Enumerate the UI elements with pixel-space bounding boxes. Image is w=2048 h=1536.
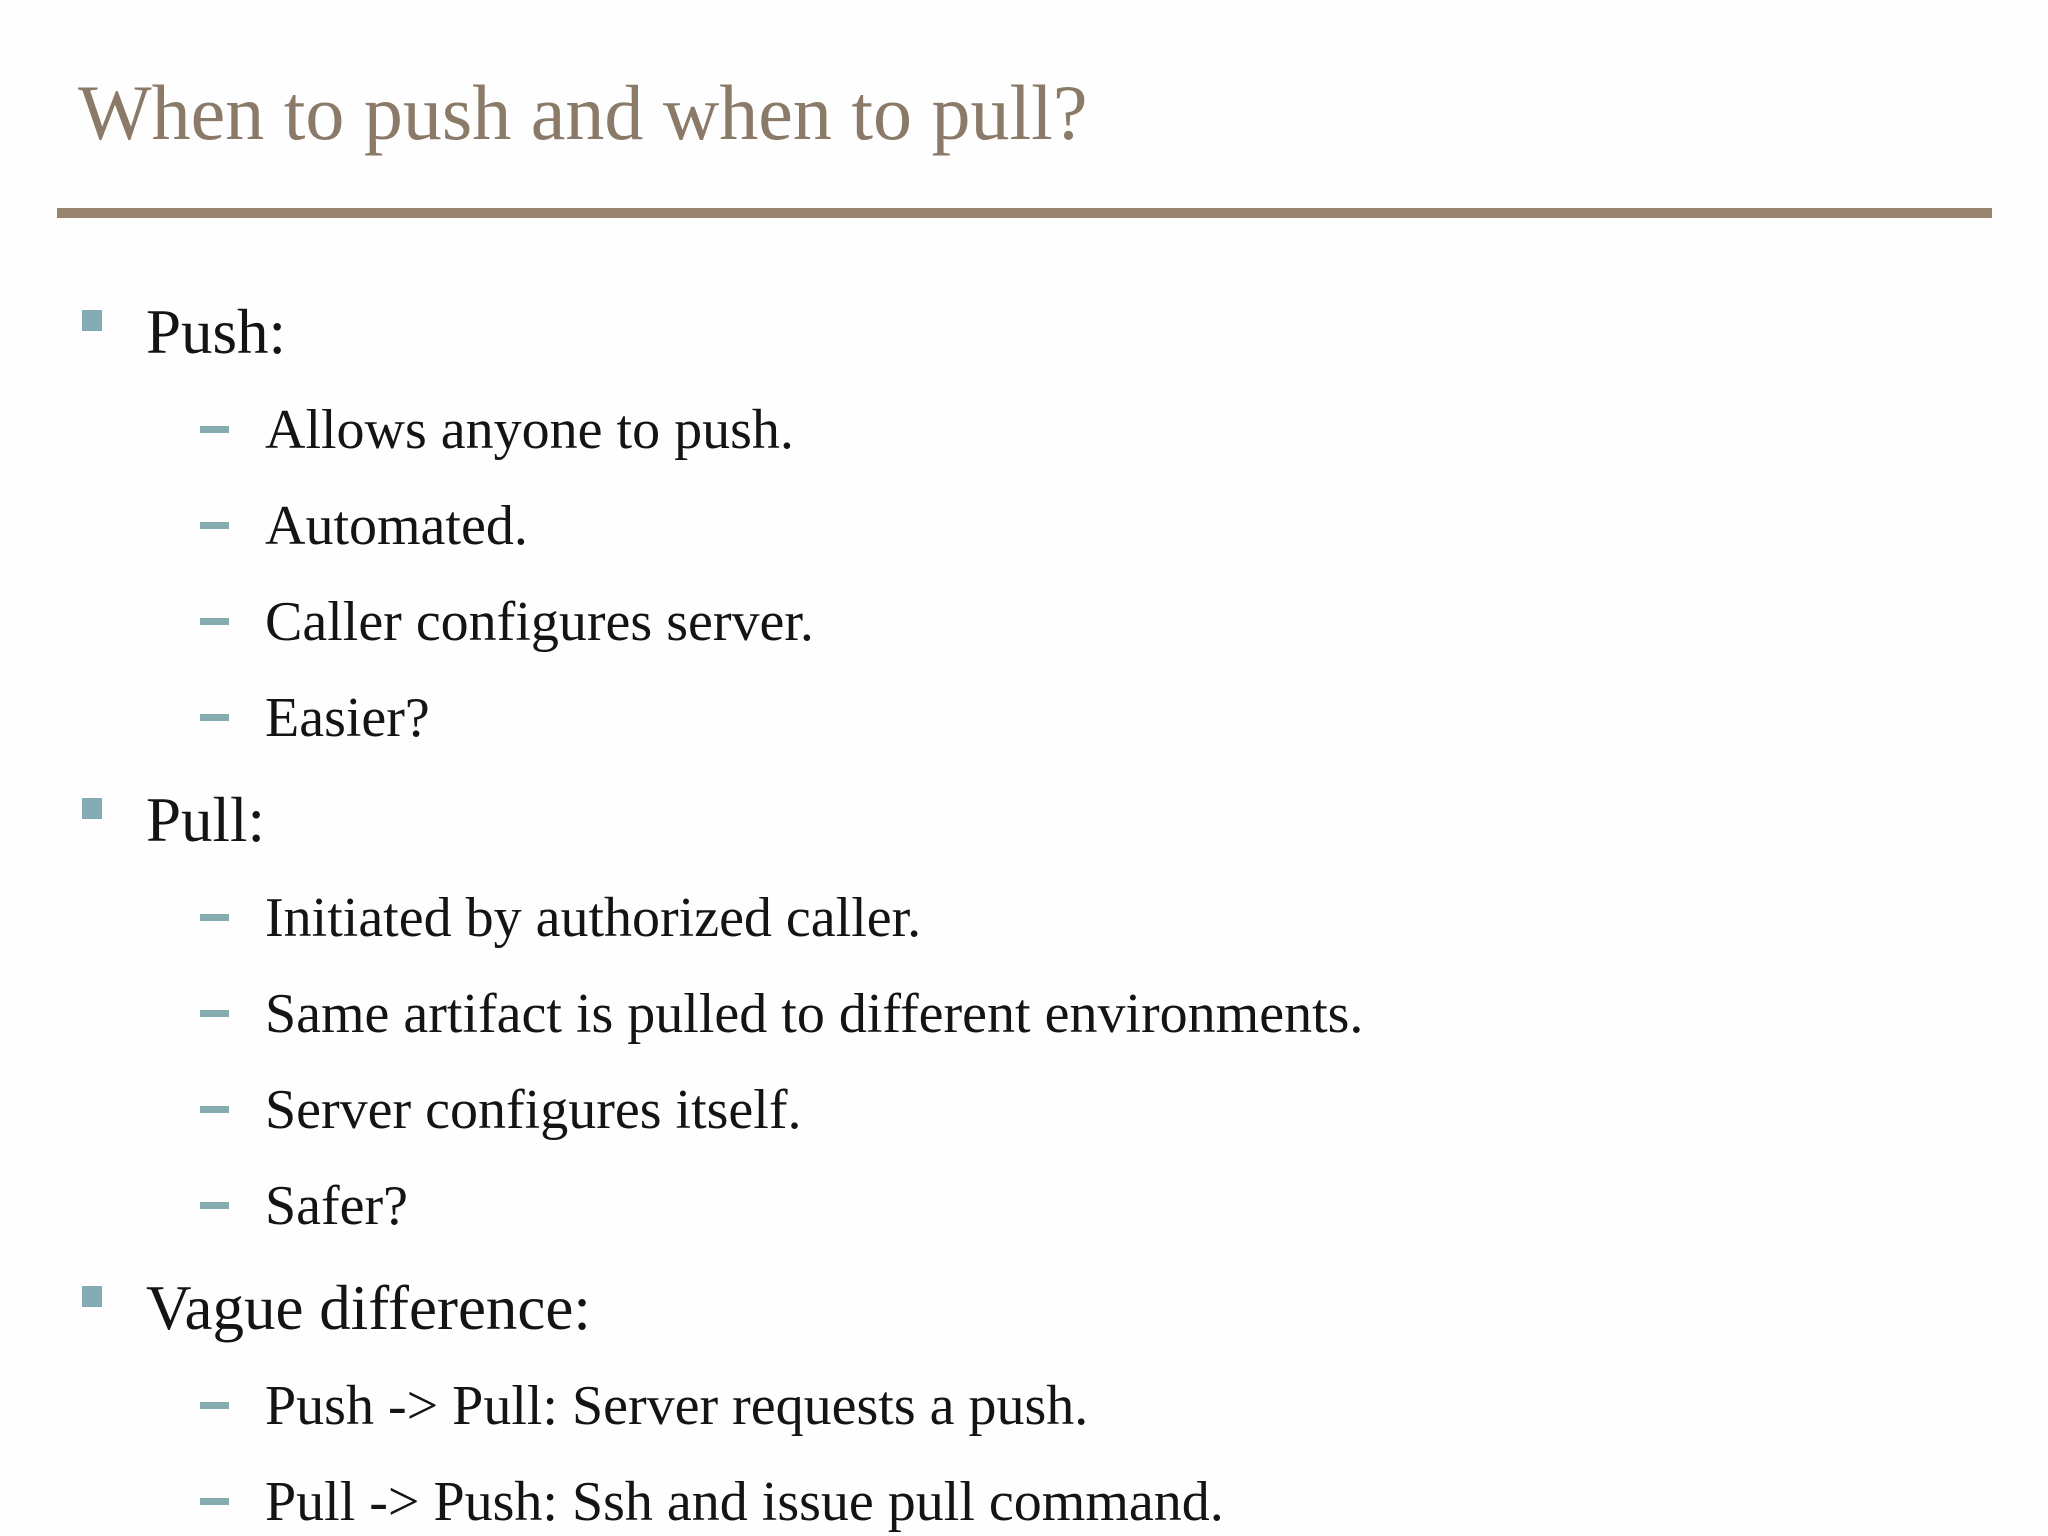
- bullet-level1-label: Vague difference:: [146, 1273, 591, 1343]
- dash-bullet-icon: [200, 1010, 229, 1017]
- square-bullet-icon: [82, 310, 102, 331]
- bullet-level2-label: Same artifact is pulled to different env…: [265, 983, 1364, 1045]
- bullet-level2: Server configures itself.: [0, 1062, 2048, 1158]
- bullet-level2: Same artifact is pulled to different env…: [0, 966, 2048, 1062]
- bullet-level2-label: Automated.: [265, 495, 528, 557]
- bullet-level2-label: Server configures itself.: [265, 1079, 802, 1141]
- slide-body: Push: Allows anyone to push. Automated. …: [0, 282, 2048, 1536]
- title-divider-rule: [57, 208, 1992, 218]
- slide-title: When to push and when to pull?: [78, 69, 1088, 156]
- dash-bullet-icon: [200, 618, 229, 625]
- dash-bullet-icon: [200, 1498, 229, 1505]
- bullet-level2: Allows anyone to push.: [0, 382, 2048, 478]
- bullet-level2: Push -> Pull: Server requests a push.: [0, 1358, 2048, 1454]
- bullet-level1-label: Push:: [146, 297, 287, 367]
- bullet-level2-label: Initiated by authorized caller.: [265, 887, 922, 949]
- dash-bullet-icon: [200, 1202, 229, 1209]
- dash-bullet-icon: [200, 1106, 229, 1113]
- bullet-level2: Easier?: [0, 670, 2048, 766]
- dash-bullet-icon: [200, 1402, 229, 1409]
- bullet-level2-label: Allows anyone to push.: [265, 399, 794, 461]
- dash-bullet-icon: [200, 522, 229, 529]
- bullet-level2: Automated.: [0, 478, 2048, 574]
- square-bullet-icon: [82, 798, 102, 819]
- dash-bullet-icon: [200, 426, 229, 433]
- dash-bullet-icon: [200, 914, 229, 921]
- bullet-level2-label: Easier?: [265, 687, 430, 749]
- bullet-level2-label: Pull -> Push: Ssh and issue pull command…: [265, 1471, 1224, 1533]
- bullet-level2: Initiated by authorized caller.: [0, 870, 2048, 966]
- bullet-level1-pull: Pull:: [0, 770, 2048, 870]
- bullet-level2: Caller configures server.: [0, 574, 2048, 670]
- bullet-level2-label: Safer?: [265, 1175, 409, 1237]
- bullet-level2-label: Push -> Pull: Server requests a push.: [265, 1375, 1089, 1437]
- bullet-level2-label: Caller configures server.: [265, 591, 814, 653]
- bullet-level1-label: Pull:: [146, 785, 266, 855]
- dash-bullet-icon: [200, 714, 229, 721]
- bullet-level2: Pull -> Push: Ssh and issue pull command…: [0, 1454, 2048, 1536]
- bullet-level2: Safer?: [0, 1158, 2048, 1254]
- bullet-level1-vague-difference: Vague difference:: [0, 1258, 2048, 1358]
- bullet-level1-push: Push:: [0, 282, 2048, 382]
- square-bullet-icon: [82, 1286, 102, 1307]
